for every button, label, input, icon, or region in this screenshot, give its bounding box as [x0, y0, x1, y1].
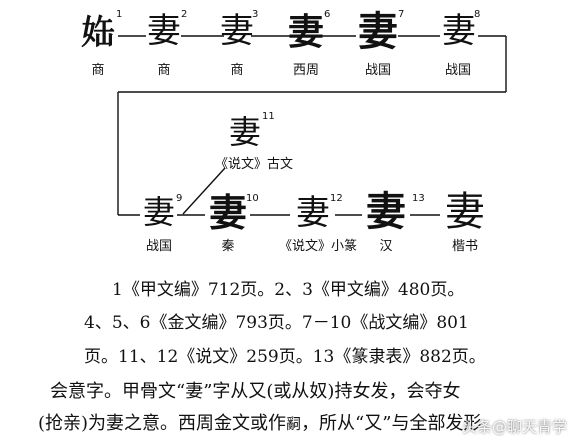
glyph-number-6: 6: [324, 9, 331, 20]
glyph-era-label-7: 战国: [364, 63, 391, 78]
glyph-era-label-11: 《说文》古文: [214, 157, 293, 172]
explanation-line-2-start: (抢亲)为妻之意。西周金文或作: [38, 413, 287, 434]
glyph-era-label-1: 商: [91, 63, 105, 78]
glyph-era-label-3: 商: [230, 63, 244, 78]
glyph-8: 妻: [442, 11, 476, 51]
glyph-3: 妻: [220, 11, 254, 51]
glyph-7: 妻: [358, 8, 398, 55]
explanation-line-2-end: ，所从“又”与全部发形: [301, 413, 482, 434]
source-note-line-1: 1《甲文编》712页。2、3《甲文编》480页。: [112, 280, 465, 300]
glyph-era-label-10: 秦: [221, 239, 235, 254]
glyph-era-label-12: 《说文》小篆: [278, 239, 357, 254]
source-note-line-2: 4、5、6《金文编》793页。7－10《战文编》801: [84, 313, 469, 333]
glyph-number-1: 1: [116, 9, 123, 20]
glyph-number-3: 3: [252, 9, 259, 20]
glyph-number-13: 13: [412, 193, 425, 204]
glyph-2: 妻: [147, 11, 181, 51]
glyph-number-12: 12: [330, 193, 343, 204]
glyph-number-9: 9: [176, 193, 183, 204]
inline-bronze-glyph: 𤔲: [286, 415, 302, 433]
glyph-number-11: 11: [262, 111, 275, 122]
explanation-line-1: 会意字。甲骨文“妻”字从又(或从奴)持女发，会夺女: [50, 381, 461, 402]
glyph-era-label-2: 商: [157, 63, 171, 78]
glyph-9: 妻: [142, 193, 175, 231]
glyph-10: 妻: [208, 190, 247, 235]
glyph-era-label-9: 战国: [145, 239, 172, 254]
source-note-line-3: 页。11、12《说文》259页。13《篆隶表》882页。: [84, 347, 486, 367]
glyph-era-label-kaishu: 楷书: [451, 239, 478, 254]
glyph-13: 妻: [366, 188, 406, 235]
glyph-number-8: 8: [474, 9, 481, 20]
glyph-1: 𡜊: [81, 13, 115, 53]
glyph-6: 妻: [287, 11, 324, 53]
glyph-number-7: 7: [398, 9, 405, 20]
glyph-number-2: 2: [181, 9, 188, 20]
glyph-era-label-13: 汉: [379, 239, 393, 254]
glyph-era-label-6: 西周: [292, 63, 319, 78]
watermark: 头条@聊天青学: [462, 418, 568, 436]
glyph-number-10: 10: [246, 193, 259, 204]
glyph-11: 妻: [228, 113, 261, 151]
glyph-era-label-8: 战国: [444, 63, 471, 78]
glyph-kaishu: 妻: [445, 189, 485, 235]
glyph-12: 妻: [296, 193, 330, 233]
explanation-line-2: (抢亲)为妻之意。西周金文或作𤔲，所从“又”与全部发形: [0, 415, 574, 433]
